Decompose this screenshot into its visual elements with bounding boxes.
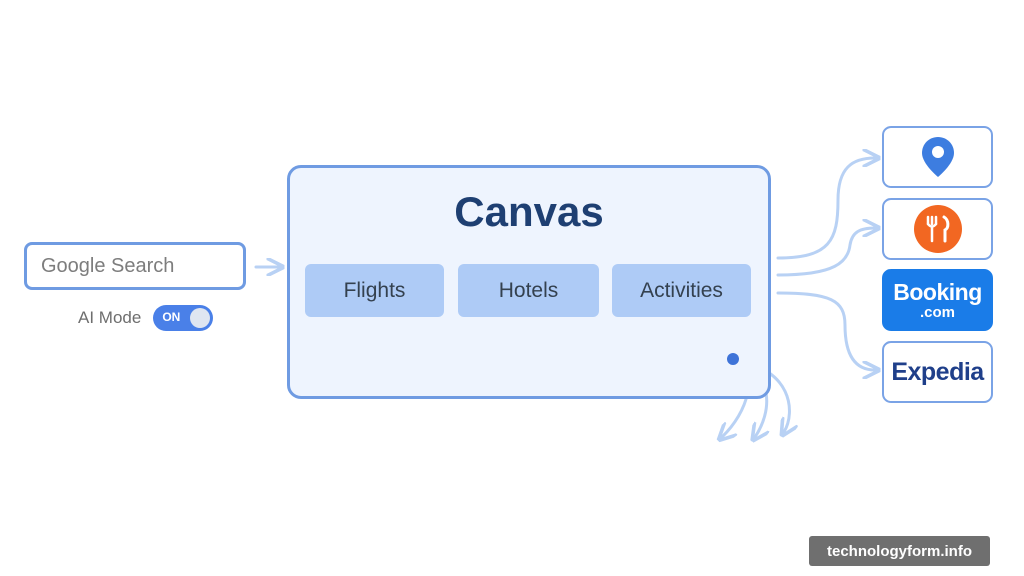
google-search-box[interactable]: Google Search [24,242,246,290]
expedia-logo-text: Expedia [891,357,984,386]
arrow-to-maps [776,158,875,260]
ai-mode-label: AI Mode [78,308,142,327]
partner-expedia[interactable]: Expedia [882,341,993,403]
arrow-to-expedia [776,291,875,370]
canvas-item-flights[interactable]: Flights [305,264,444,317]
toggle-state-text: ON [162,310,181,324]
booking-logo-text: Booking [893,278,982,305]
booking-logo-suffix: .com [919,303,955,321]
ai-mode-toggle[interactable]: ON [153,305,214,331]
partner-booking[interactable]: Booking .com [882,269,993,331]
watermark: technologyform.info [809,536,990,566]
canvas-item-activities[interactable]: Activities [612,264,751,317]
canvas-item-hotels[interactable]: Hotels [458,264,599,317]
canvas-output-dot [727,353,739,365]
arrow-to-food [776,228,875,277]
toggle-knob [190,308,211,328]
location-pin-icon [921,137,954,177]
canvas-title: Canvas [454,188,604,235]
google-search-label: Google Search [41,254,175,277]
ai-mode-control: AI Mode ON [78,305,214,331]
partner-maps[interactable] [882,126,993,188]
partner-restaurants[interactable] [882,198,993,260]
fork-knife-icon [913,205,962,253]
